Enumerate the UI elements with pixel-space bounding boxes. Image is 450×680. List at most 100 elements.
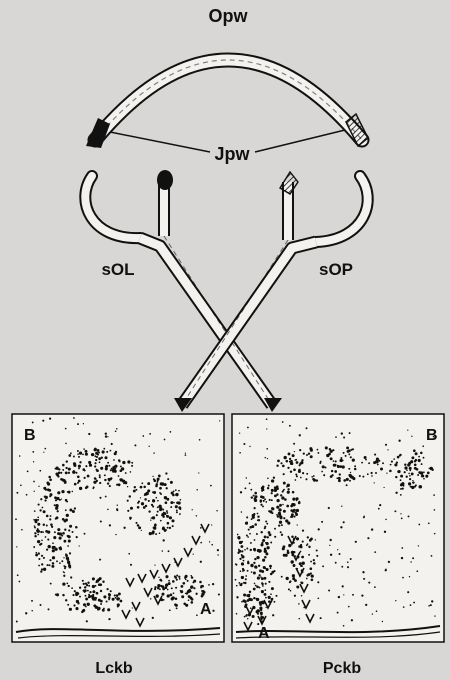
stipple-dot bbox=[308, 554, 310, 556]
stipple-dot bbox=[104, 474, 106, 476]
stipple-dot bbox=[306, 473, 308, 475]
stipple-dot bbox=[282, 421, 284, 423]
left-panel-label-b: B bbox=[24, 427, 36, 444]
stipple-dot bbox=[154, 564, 155, 565]
stipple-dot bbox=[320, 617, 322, 619]
stipple-dot bbox=[338, 479, 341, 482]
stipple-dot bbox=[66, 460, 68, 462]
stipple-dot bbox=[428, 522, 430, 524]
stipple-dot bbox=[257, 516, 259, 518]
stipple-dot bbox=[108, 478, 111, 481]
stipple-dot bbox=[176, 607, 178, 609]
stipple-dot bbox=[418, 456, 420, 458]
stipple-dot bbox=[73, 604, 75, 606]
stipple-dot bbox=[238, 549, 240, 551]
stipple-dot bbox=[346, 446, 349, 449]
stipple-dot bbox=[272, 614, 274, 616]
stipple-dot bbox=[157, 511, 159, 513]
stipple-dot bbox=[49, 418, 51, 420]
stipple-dot bbox=[123, 483, 124, 484]
stipple-dot bbox=[88, 596, 90, 598]
stipple-dot bbox=[241, 601, 243, 603]
stipple-dot bbox=[71, 587, 73, 589]
stipple-dot bbox=[257, 519, 259, 521]
stipple-dot bbox=[289, 461, 291, 463]
stipple-dot bbox=[162, 550, 164, 552]
stipple-dot bbox=[65, 443, 67, 445]
stipple-dot bbox=[170, 506, 172, 508]
stipple-dot bbox=[39, 470, 41, 472]
stipple-dot bbox=[92, 590, 95, 593]
stipple-dot bbox=[367, 537, 369, 539]
stipple-dot bbox=[254, 492, 257, 495]
stipple-dot bbox=[276, 506, 279, 509]
stipple-dot bbox=[265, 501, 267, 503]
stipple-dot bbox=[54, 468, 56, 470]
stipple-dot bbox=[210, 485, 212, 487]
stipple-dot bbox=[78, 456, 80, 458]
stipple-dot bbox=[212, 583, 214, 585]
stipple-dot bbox=[404, 471, 406, 473]
stipple-dot bbox=[294, 459, 296, 461]
stipple-dot bbox=[165, 583, 168, 586]
stipple-dot bbox=[283, 510, 286, 513]
stipple-dot bbox=[74, 590, 76, 592]
stipple-dot bbox=[313, 562, 316, 565]
stipple-dot bbox=[352, 594, 354, 596]
stipple-dot bbox=[85, 465, 87, 467]
stipple-dot bbox=[414, 463, 417, 466]
stipple-dot bbox=[316, 549, 318, 551]
stipple-dot bbox=[169, 516, 172, 519]
stipple-dot bbox=[67, 535, 70, 538]
stipple-dot bbox=[155, 533, 157, 535]
stipple-dot bbox=[94, 448, 97, 451]
stipple-dot bbox=[320, 461, 322, 463]
stipple-dot bbox=[115, 597, 117, 599]
stipple-dot bbox=[107, 436, 108, 437]
stipple-dot bbox=[46, 548, 48, 550]
stipple-dot bbox=[259, 549, 262, 552]
stipple-dot bbox=[268, 485, 270, 487]
stipple-dot bbox=[77, 475, 80, 478]
stipple-dot bbox=[386, 473, 387, 474]
stipple-dot bbox=[39, 543, 41, 545]
stipple-dot bbox=[107, 462, 109, 464]
stipple-dot bbox=[300, 551, 302, 553]
stipple-dot bbox=[418, 545, 419, 546]
stipple-dot bbox=[172, 494, 175, 497]
stipple-dot bbox=[49, 518, 51, 520]
stipple-dot bbox=[253, 588, 256, 591]
stipple-dot bbox=[69, 608, 72, 611]
stipple-dot bbox=[374, 551, 376, 553]
stipple-dot bbox=[340, 526, 342, 528]
stipple-dot bbox=[217, 554, 218, 555]
stipple-dot bbox=[77, 450, 79, 452]
stipple-dot bbox=[53, 546, 55, 548]
stipple-dot bbox=[178, 576, 180, 578]
stipple-dot bbox=[343, 594, 344, 595]
stipple-dot bbox=[362, 476, 364, 478]
stipple-dot bbox=[36, 530, 38, 532]
stipple-dot bbox=[170, 481, 173, 484]
stipple-dot bbox=[333, 464, 336, 467]
stipple-dot bbox=[68, 454, 71, 457]
stipple-dot bbox=[385, 569, 387, 571]
stipple-dot bbox=[322, 565, 324, 567]
stipple-dot bbox=[78, 468, 80, 470]
stipple-dot bbox=[88, 461, 91, 464]
stipple-dot bbox=[296, 497, 299, 500]
stipple-dot bbox=[70, 576, 72, 578]
stipple-dot bbox=[266, 523, 268, 525]
stipple-dot bbox=[425, 475, 428, 478]
stipple-dot bbox=[218, 593, 220, 595]
stipple-dot bbox=[252, 516, 255, 519]
stipple-dot bbox=[278, 508, 281, 511]
stipple-dot bbox=[420, 471, 423, 474]
stipple-dot bbox=[382, 462, 384, 464]
stipple-dot bbox=[76, 536, 78, 538]
stipple-dot bbox=[175, 489, 177, 491]
stipple-dot bbox=[340, 457, 342, 459]
stipple-dot bbox=[63, 565, 65, 567]
stipple-dot bbox=[274, 495, 277, 498]
